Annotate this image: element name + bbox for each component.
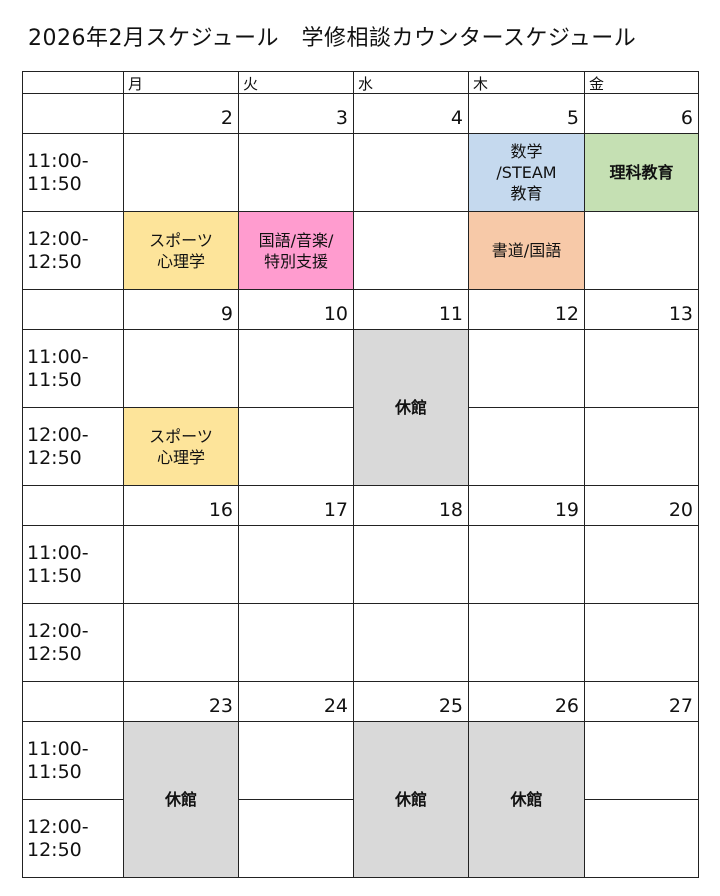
slot-cell bbox=[584, 407, 699, 486]
closed-cell: 休館 bbox=[468, 721, 585, 878]
time-slot-label: 11:00-11:50 bbox=[22, 329, 124, 408]
date-cell: 6 bbox=[584, 93, 699, 134]
date-cell: 12 bbox=[468, 289, 585, 330]
slot-cell bbox=[123, 133, 239, 212]
date-row-label bbox=[22, 485, 124, 526]
slot-cell bbox=[584, 525, 699, 604]
date-row-label bbox=[22, 289, 124, 330]
slot-cell bbox=[353, 133, 469, 212]
slot-cell bbox=[123, 603, 239, 682]
date-cell: 25 bbox=[353, 681, 469, 722]
time-slot-label: 11:00-11:50 bbox=[22, 525, 124, 604]
date-row-label bbox=[22, 93, 124, 134]
page-title: 2026年2月スケジュール 学修相談カウンタースケジュール bbox=[28, 26, 637, 51]
date-cell: 11 bbox=[353, 289, 469, 330]
slot-cell bbox=[238, 133, 354, 212]
date-cell: 23 bbox=[123, 681, 239, 722]
time-slot-label: 12:00-12:50 bbox=[22, 211, 124, 290]
date-cell: 27 bbox=[584, 681, 699, 722]
slot-cell bbox=[584, 329, 699, 408]
slot-cell bbox=[238, 407, 354, 486]
slot-cell bbox=[468, 329, 585, 408]
date-cell: 19 bbox=[468, 485, 585, 526]
date-cell: 24 bbox=[238, 681, 354, 722]
date-cell: 26 bbox=[468, 681, 585, 722]
date-cell: 4 bbox=[353, 93, 469, 134]
weekday-header-fri: 金 bbox=[584, 71, 699, 94]
date-cell: 9 bbox=[123, 289, 239, 330]
event-cell: 国語/音楽/特別支援 bbox=[238, 211, 354, 290]
slot-cell bbox=[584, 211, 699, 290]
event-cell: スポーツ心理学 bbox=[123, 211, 239, 290]
date-cell: 3 bbox=[238, 93, 354, 134]
date-cell: 17 bbox=[238, 485, 354, 526]
time-slot-label: 12:00-12:50 bbox=[22, 603, 124, 682]
slot-cell bbox=[468, 407, 585, 486]
slot-cell bbox=[468, 525, 585, 604]
slot-cell bbox=[584, 799, 699, 878]
weekday-header-mon: 月 bbox=[123, 71, 239, 94]
event-cell: 理科教育 bbox=[584, 133, 699, 212]
date-row-label bbox=[22, 681, 124, 722]
slot-cell bbox=[238, 721, 354, 800]
slot-cell bbox=[123, 525, 239, 604]
slot-cell bbox=[238, 799, 354, 878]
date-cell: 18 bbox=[353, 485, 469, 526]
date-cell: 2 bbox=[123, 93, 239, 134]
slot-cell bbox=[584, 603, 699, 682]
closed-cell: 休館 bbox=[353, 721, 469, 878]
slot-cell bbox=[353, 603, 469, 682]
weekday-header-wed: 水 bbox=[353, 71, 469, 94]
time-slot-label: 12:00-12:50 bbox=[22, 799, 124, 878]
time-slot-label: 12:00-12:50 bbox=[22, 407, 124, 486]
closed-cell: 休館 bbox=[353, 329, 469, 486]
slot-cell bbox=[584, 721, 699, 800]
corner-cell bbox=[22, 71, 124, 94]
date-cell: 16 bbox=[123, 485, 239, 526]
schedule-calendar: 月 火 水 木 金 2 3 4 5 6 11:00-11:50 数学/STEAM… bbox=[22, 71, 699, 878]
slot-cell bbox=[238, 603, 354, 682]
weekday-header-thu: 木 bbox=[468, 71, 585, 94]
slot-cell bbox=[123, 329, 239, 408]
date-cell: 13 bbox=[584, 289, 699, 330]
slot-cell bbox=[238, 525, 354, 604]
time-slot-label: 11:00-11:50 bbox=[22, 133, 124, 212]
event-cell: 書道/国語 bbox=[468, 211, 585, 290]
time-slot-label: 11:00-11:50 bbox=[22, 721, 124, 800]
weekday-header-tue: 火 bbox=[238, 71, 354, 94]
slot-cell bbox=[353, 211, 469, 290]
date-cell: 20 bbox=[584, 485, 699, 526]
slot-cell bbox=[238, 329, 354, 408]
slot-cell bbox=[353, 525, 469, 604]
date-cell: 10 bbox=[238, 289, 354, 330]
event-cell: スポーツ心理学 bbox=[123, 407, 239, 486]
closed-cell: 休館 bbox=[123, 721, 239, 878]
date-cell: 5 bbox=[468, 93, 585, 134]
slot-cell bbox=[468, 603, 585, 682]
